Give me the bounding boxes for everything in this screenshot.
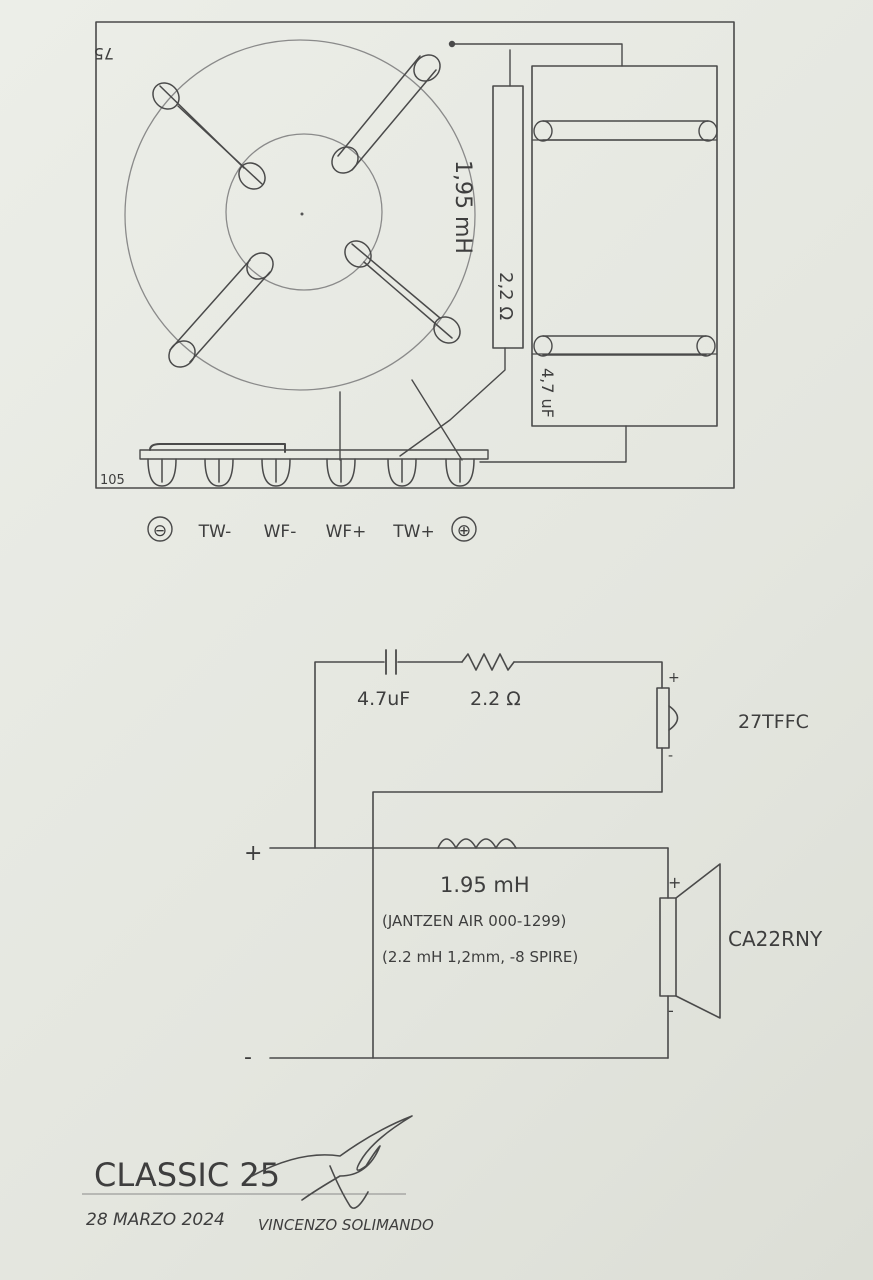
project-title: CLASSIC 25 [94,1156,280,1194]
terminal-label: TW+ [392,522,434,542]
terminal-plus-circle [451,516,477,542]
board-height-label: 75 [94,44,114,63]
tweeter-symbol [656,687,679,749]
footer: CLASSIC 25 28 MARZO 2024 VINCENZO SOLIMA… [82,1115,434,1234]
terminal-strip: ⊖ TW- WF- WF+ TW+ ⊕ [139,443,489,542]
signature [251,1115,413,1209]
date-label: 28 MARZO 2024 [86,1210,225,1230]
resistor-value-label: 2,2 Ω [495,272,516,320]
coil-value-label: 1,95 mH [450,160,475,254]
capacitor-value-label: 4,7 uF [538,368,557,418]
board-width-label: 105 [100,473,125,488]
terminal-label: ⊕ [457,521,471,541]
coil-inner-ring [225,133,383,291]
schematic-capacitor-label: 4.7uF [357,688,410,710]
board-outline [95,21,735,489]
capacitor-layout: 4,7 uF [531,65,718,427]
layout-wiring [339,40,627,463]
tweeter-name: 27TFFC [738,711,809,733]
woofer-minus-label: - [668,1001,674,1020]
schematic: + - 4.7uF 2.2 Ω + - [244,649,823,1070]
input-plus-label: + [244,841,262,866]
schematic-capacitor [385,649,397,675]
schematic-resistor-label: 2.2 Ω [470,688,521,710]
board-layout: 75 105 [94,21,735,542]
coil-center-mark [300,212,304,216]
author-label: VINCENZO SOLIMANDO [258,1216,434,1234]
terminal-label: TW- [198,522,232,542]
coil-outer-ring [124,39,476,391]
resistor-layout: 2,2 Ω [492,85,524,349]
woofer-name: CA22RNY [728,927,823,951]
woofer-symbol [659,863,721,1019]
inductor-note-line1: (JANTZEN AIR 000-1299) [382,912,566,930]
schematic-resistor [461,653,515,671]
cable-tie [169,259,251,351]
schematic-inductor [437,838,517,849]
schematic-wiring [269,661,669,1059]
tweeter-plus-label: + [668,670,680,686]
input-minus-label: - [244,1045,252,1070]
air-coil: 1,95 mH [124,39,476,391]
woofer-plus-label: + [668,873,681,892]
tweeter-minus-label: - [668,748,673,764]
terminal-label: ⊖ [153,521,167,541]
terminal-label: WF+ [326,522,367,542]
cable-tie [351,243,441,319]
schematic-inductor-label: 1.95 mH [440,873,530,897]
cable-tie [337,55,421,157]
inductor-note-line2: (2.2 mH 1,2mm, -8 SPIRE) [382,948,578,966]
terminal-label: WF- [264,522,297,542]
terminal-minus-circle [147,516,173,542]
